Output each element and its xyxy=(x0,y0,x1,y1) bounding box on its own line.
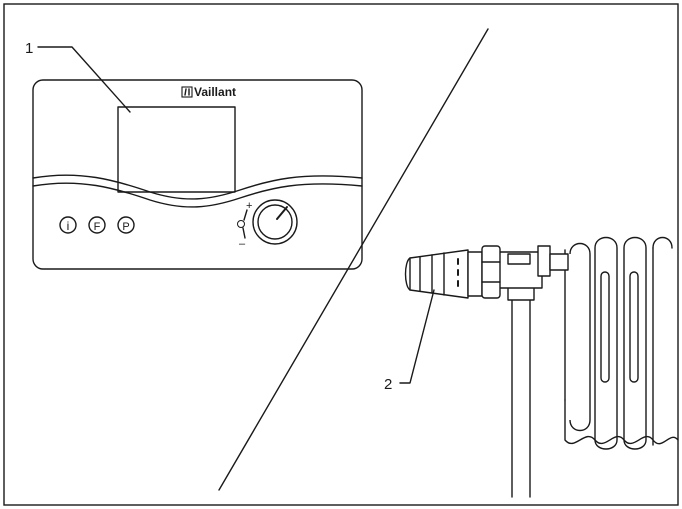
function-button[interactable] xyxy=(88,216,106,234)
callout-2-label: 2 xyxy=(384,376,392,393)
callout-1-label: 1 xyxy=(25,40,33,57)
room-controller: Vaillant i F P + – xyxy=(32,79,363,270)
program-button[interactable] xyxy=(117,216,135,234)
radiator-bottom-edge xyxy=(564,399,679,445)
rotary-dial[interactable] xyxy=(252,199,298,245)
radiator-column-2 xyxy=(594,236,618,450)
thermostatic-valve-head[interactable] xyxy=(404,245,501,299)
radiator-assembly xyxy=(404,236,679,498)
function-button-label: F xyxy=(94,221,101,233)
dial-inner-ring xyxy=(257,204,293,240)
dial-scale-marks xyxy=(242,209,248,239)
info-button-label: i xyxy=(67,219,70,233)
dial-plus-sign: + xyxy=(246,200,252,212)
callout-1-leader xyxy=(37,46,131,113)
valve-union xyxy=(537,245,551,277)
radiator-slot-1 xyxy=(600,271,610,383)
controller-housing xyxy=(32,79,363,270)
info-button[interactable] xyxy=(59,216,77,234)
thermostat-coupling xyxy=(467,251,483,297)
dial-minus-sign: – xyxy=(239,238,246,250)
controller-display xyxy=(117,106,236,193)
hare-ears-icon xyxy=(184,88,190,96)
valve-bonnet xyxy=(507,253,531,265)
radiator-slot-2 xyxy=(629,271,639,383)
thermostat-head-cap xyxy=(404,257,411,291)
callout-2-leader xyxy=(399,289,435,384)
dial-indicator-icon xyxy=(237,220,245,228)
program-button-label: P xyxy=(122,221,129,233)
radiator-body xyxy=(564,236,679,450)
brand-logo: Vaillant xyxy=(181,85,236,99)
brand-name: Vaillant xyxy=(194,85,236,99)
panel-curve-upper xyxy=(32,174,363,200)
radiator-column-3 xyxy=(623,236,647,450)
divider-line xyxy=(218,28,489,491)
dial-pointer xyxy=(276,206,288,220)
radiator-column-1 xyxy=(569,242,591,432)
thermostat-head-body xyxy=(409,249,469,299)
thermostat-union-nut xyxy=(481,245,501,299)
panel-curve-lower xyxy=(32,182,363,208)
radiator-column-4 xyxy=(652,236,673,249)
hare-logo-icon xyxy=(181,86,193,98)
valve-radiator-connector xyxy=(549,253,569,271)
outer-border xyxy=(3,3,679,506)
dial-outer-ring xyxy=(252,199,298,245)
